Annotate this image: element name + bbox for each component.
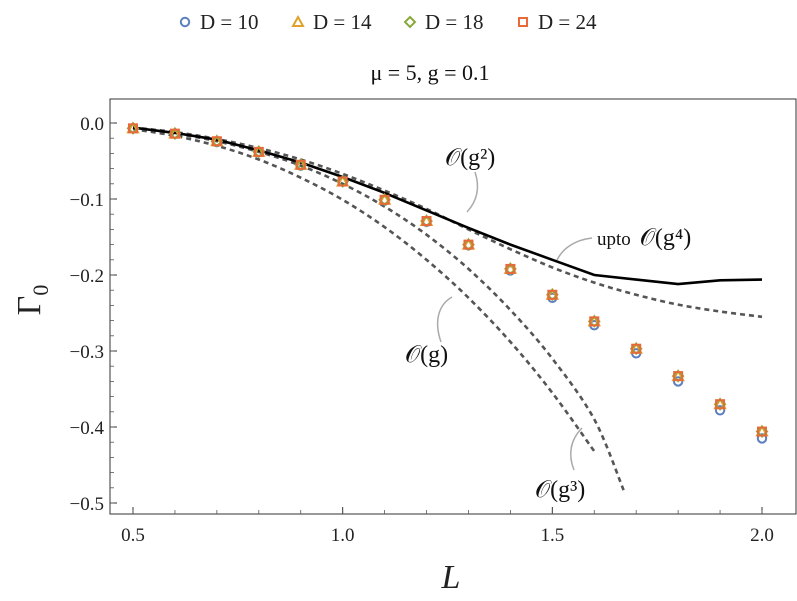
legend-label: D = 10	[200, 10, 259, 34]
data-point-square	[757, 426, 767, 437]
data-point-circle	[714, 405, 726, 416]
y-tick-label: −0.2	[70, 266, 104, 287]
annotation-order-g: 𝒪(g)	[405, 342, 448, 368]
data-point-square	[421, 216, 432, 227]
data-point-circle	[672, 376, 684, 387]
curve-0	[132, 127, 596, 453]
legend-marker-square	[518, 17, 528, 27]
data-point-square	[253, 146, 264, 157]
y-tick-label: −0.3	[70, 342, 104, 363]
pointer-g4	[556, 237, 593, 261]
annotation-upto: upto	[597, 229, 631, 250]
y-tick-label: −0.4	[70, 418, 105, 439]
legend: D = 10 D = 14 D = 18 D = 24	[179, 10, 597, 34]
legend-marker-diamond	[403, 15, 417, 29]
data-point-square	[589, 316, 600, 327]
legend-label: D = 14	[313, 10, 372, 34]
y-tick-label: −0.5	[70, 494, 104, 515]
data-point-square	[169, 128, 180, 139]
theory-curves	[132, 126, 763, 491]
data-point-square	[505, 263, 516, 274]
data-point-square	[463, 239, 474, 250]
annotation-order-g4: upto 𝒪(g⁴)	[597, 225, 691, 251]
x-tick-label: 0.5	[121, 525, 145, 546]
data-point-square	[379, 194, 390, 205]
data-point-square	[337, 176, 348, 187]
pointer-g2	[466, 171, 479, 213]
data-point-square	[295, 159, 306, 170]
data-markers	[126, 121, 769, 444]
y-tick-label: −0.1	[70, 190, 104, 211]
annotation-pointers	[436, 171, 593, 471]
data-point-square	[547, 289, 558, 300]
data-point-square	[631, 343, 642, 354]
data-point-circle	[756, 433, 768, 444]
x-axis-label: L	[441, 559, 461, 596]
curve-2	[132, 127, 625, 491]
annotation-order-g2: 𝒪(g²)	[445, 145, 495, 171]
svg-text:Γ0: Γ0	[11, 285, 53, 316]
legend-label: D = 18	[425, 10, 484, 34]
chart-title: μ = 5, g = 0.1	[370, 60, 489, 85]
annotation-order-g4-math: 𝒪(g⁴)	[640, 225, 691, 251]
x-tick-label: 1.0	[331, 525, 355, 546]
data-point-square	[715, 399, 726, 410]
x-tick-label: 2.0	[750, 525, 774, 546]
x-tick-label: 1.5	[540, 525, 564, 546]
pointer-g3	[569, 427, 583, 471]
x-axis-ticks: 0.5 1.0 1.5 2.0	[121, 507, 774, 546]
y-axis-label-symbol: Γ	[11, 296, 48, 316]
curve-3	[132, 126, 763, 286]
legend-label: D = 24	[538, 10, 597, 34]
legend-marker-circle	[179, 16, 191, 28]
pointer-g1	[436, 296, 453, 343]
legend-marker-triangle	[291, 14, 305, 27]
data-point-square	[673, 371, 684, 382]
y-axis-ticks: 0.0 −0.1 −0.2 −0.3 −0.4 −0.5	[70, 114, 117, 515]
y-axis-label-subscript: 0	[28, 285, 53, 296]
y-tick-label: 0.0	[80, 114, 104, 135]
data-point-square	[128, 123, 138, 134]
data-point-square	[211, 136, 222, 147]
y-axis-label: Γ0	[11, 285, 53, 316]
plot-frame	[109, 98, 797, 515]
annotation-order-g3: 𝒪(g³)	[535, 477, 585, 503]
